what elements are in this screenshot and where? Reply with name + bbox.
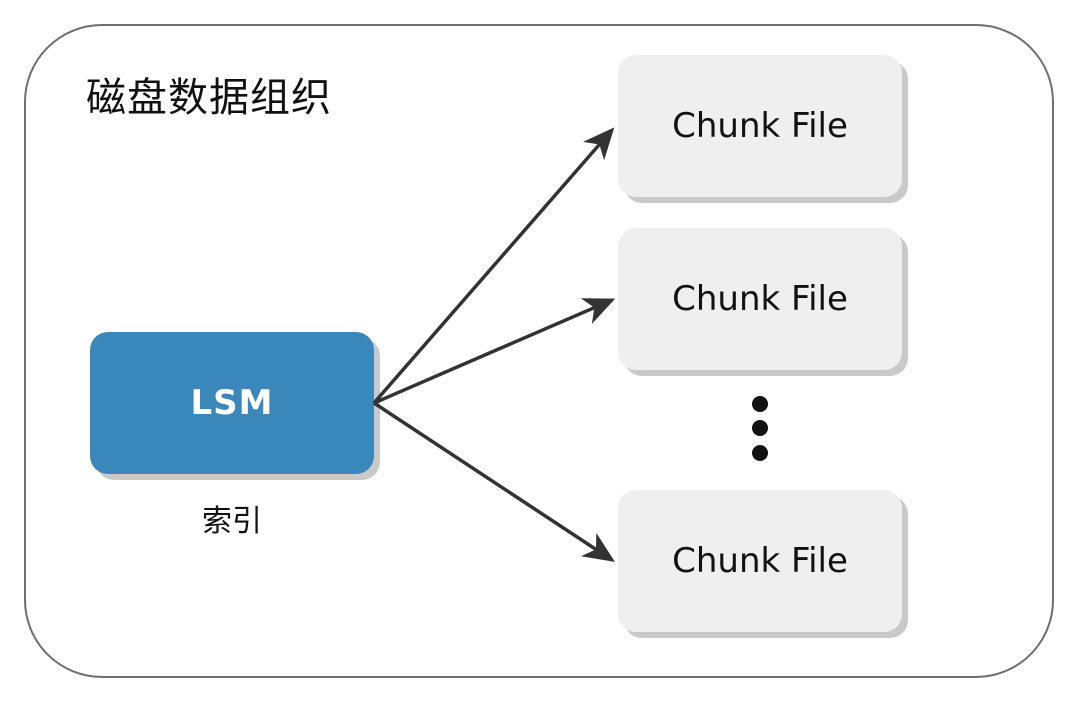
chunk-file-label: Chunk File: [672, 279, 848, 319]
chunk-file-label: Chunk File: [672, 541, 848, 581]
ellipsis-dot: [752, 396, 768, 412]
ellipsis-dot: [752, 420, 768, 436]
ellipsis-dot: [752, 445, 768, 461]
lsm-node: LSM: [90, 332, 374, 474]
chunk-file-node-3: Chunk File: [618, 490, 902, 632]
chunk-file-node-2: Chunk File: [618, 228, 902, 370]
lsm-node-label: LSM: [190, 383, 274, 423]
diagram-title: 磁盘数据组织: [86, 75, 332, 121]
chunk-file-label: Chunk File: [672, 106, 848, 146]
chunk-file-node-1: Chunk File: [618, 55, 902, 197]
lsm-node-caption: 索引: [202, 504, 262, 539]
